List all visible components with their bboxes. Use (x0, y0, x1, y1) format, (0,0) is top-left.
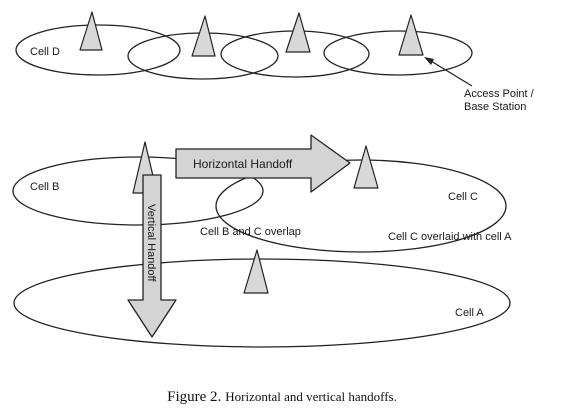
tower-icon (191, 15, 216, 57)
horizontal-handoff-arrow (175, 134, 351, 193)
tower-icon (285, 12, 311, 53)
tower-icon (353, 145, 379, 189)
overlap-label: Cell B and C overlap (200, 226, 301, 238)
handoff-diagram: Cell D Access Point / Base Station Horiz… (12, 11, 535, 348)
tower-icon (243, 249, 269, 294)
cell-a-label: Cell A (455, 307, 484, 319)
figure-caption: Figure 2. Horizontal and vertical handof… (0, 388, 564, 406)
caption-figure-number: Figure 2. (167, 389, 222, 405)
cell-d-label: Cell D (30, 46, 60, 58)
access-point-label-line2: Base Station (464, 101, 526, 113)
cell-d-ellipse (15, 24, 181, 76)
access-point-label-line1: Access Point / (464, 88, 535, 100)
tower-icon (398, 14, 424, 56)
cell-b-ellipse (12, 156, 264, 226)
vertical-handoff-label: Vertical Handoff (145, 204, 157, 282)
horizontal-handoff-label: Horizontal Handoff (193, 157, 293, 171)
cell-b-label: Cell B (30, 181, 59, 193)
overlaid-label: Cell C overlaid with cell A (388, 231, 512, 243)
top-cell-4-ellipse (323, 30, 473, 76)
caption-text: Horizontal and vertical handoffs. (225, 389, 397, 404)
access-point-pointer (425, 57, 473, 87)
pointer-arrowhead-icon (424, 57, 434, 65)
top-towers (79, 11, 424, 57)
cell-a-ellipse (13, 258, 511, 348)
cell-c-ellipse (215, 159, 507, 253)
cell-c-label: Cell C (448, 191, 478, 203)
tower-icon (79, 11, 103, 51)
vertical-handoff-arrow (127, 174, 177, 338)
